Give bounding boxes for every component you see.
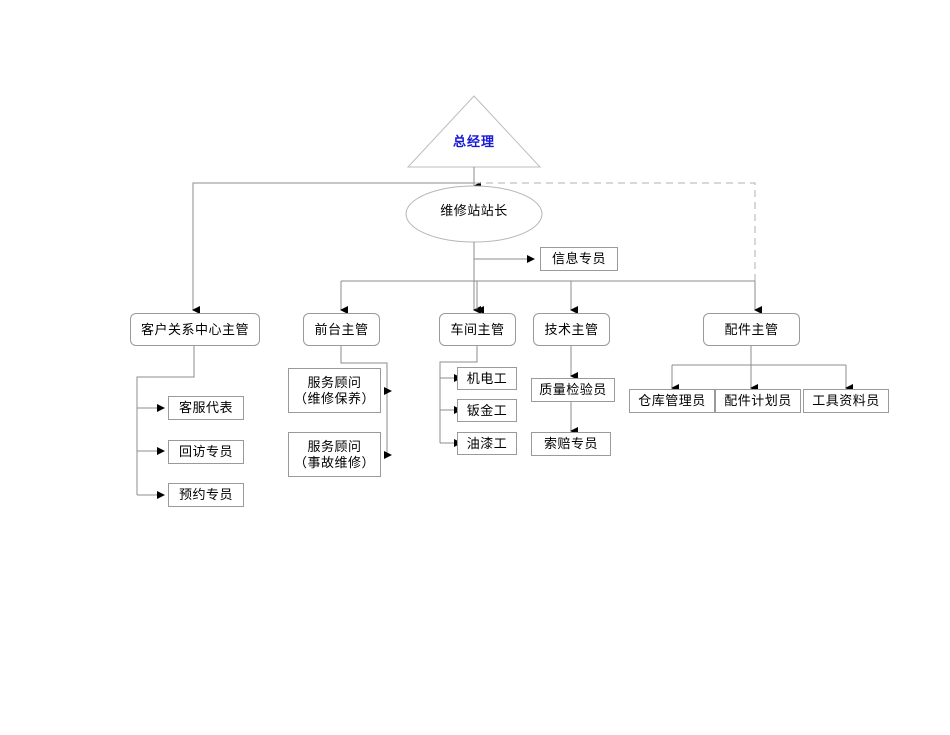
node-painter[interactable]: 油漆工	[457, 432, 517, 455]
node-technical-supervisor[interactable]: 技术主管	[533, 313, 610, 346]
node-claims-specialist[interactable]: 索赔专员	[531, 432, 611, 456]
node-service-advisor-accident[interactable]: 服务顾问 （事故维修）	[288, 432, 381, 477]
node-workshop-supervisor[interactable]: 车间主管	[439, 313, 516, 346]
node-sheet-metal-worker[interactable]: 钣金工	[457, 399, 517, 422]
edge-customer-relations-spine	[136, 346, 195, 495]
edge-dashed-to-parts	[474, 182, 756, 281]
node-information-specialist[interactable]: 信息专员	[540, 247, 618, 271]
edge-to-customer-relations	[192, 182, 474, 314]
node-quality-inspector[interactable]: 质量检验员	[531, 378, 615, 402]
node-parts-planner[interactable]: 配件计划员	[715, 389, 801, 413]
node-followup-specialist[interactable]: 回访专员	[168, 440, 244, 464]
edge-workshop-spine	[439, 346, 478, 443]
node-service-advisor-maintenance[interactable]: 服务顾问 （维修保养）	[288, 368, 381, 413]
node-warehouse-manager[interactable]: 仓库管理员	[629, 389, 715, 413]
node-mechanic-electrician[interactable]: 机电工	[457, 367, 517, 390]
node-tools-records-clerk[interactable]: 工具资料员	[803, 389, 889, 413]
node-front-desk-supervisor[interactable]: 前台主管	[303, 313, 380, 346]
node-parts-supervisor[interactable]: 配件主管	[703, 313, 800, 346]
apex-label: 总经理	[452, 134, 495, 149]
node-appointment-specialist[interactable]: 预约专员	[168, 483, 244, 507]
head-label: 维修站站长	[440, 203, 508, 218]
edge-parts-spine	[672, 346, 846, 366]
node-customer-service-representative[interactable]: 客服代表	[168, 396, 244, 420]
edge-front-desk-spine	[340, 346, 388, 455]
node-customer-relations-supervisor[interactable]: 客户关系中心主管	[130, 313, 260, 346]
